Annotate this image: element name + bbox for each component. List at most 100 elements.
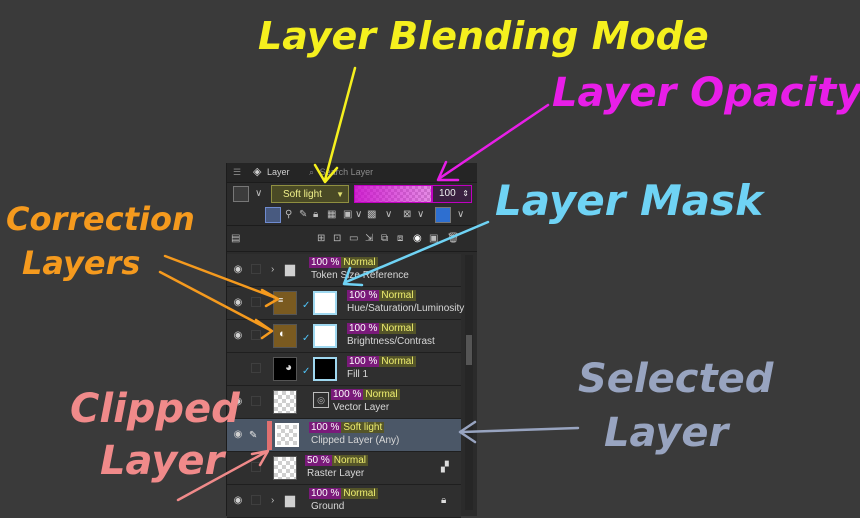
- annotation-correction-2: Layers: [22, 244, 141, 282]
- annotation-mask: Layer Mask: [495, 176, 764, 225]
- mask-range-icon[interactable]: ▩: [367, 209, 377, 220]
- panel-menu-icon[interactable]: ☰: [233, 167, 242, 177]
- layer-opacity-mode: 50 %Normal: [305, 455, 369, 466]
- chevron-right-icon[interactable]: ›: [271, 495, 275, 506]
- layer-row[interactable]: ◉ ≡ ✓ 100 %Normal Hue/Saturation/Luminos…: [227, 287, 465, 320]
- layer-properties-icon[interactable]: ▤: [231, 233, 241, 244]
- lock-toggle[interactable]: [251, 495, 261, 505]
- layer-list-scrollbar[interactable]: [465, 255, 473, 510]
- new-raster-layer-icon[interactable]: ⊞: [317, 233, 326, 244]
- lock-toggle[interactable]: [251, 363, 261, 373]
- lock-transparency-icon[interactable]: ▦: [327, 209, 337, 220]
- layer-name[interactable]: Vector Layer: [333, 402, 390, 413]
- spinner-icon[interactable]: ⇕: [462, 189, 469, 198]
- clipping-indicator: [267, 421, 272, 450]
- blend-mode-select[interactable]: Soft light ▼: [271, 185, 349, 203]
- tab-layer-label: Layer: [266, 167, 290, 177]
- create-mask-icon[interactable]: ◉: [413, 233, 422, 244]
- opacity-arrow: [436, 103, 550, 182]
- folder-icon: ▆: [285, 492, 295, 507]
- mask-link-check-icon[interactable]: ✓: [302, 300, 311, 311]
- opacity-slider[interactable]: [354, 185, 432, 203]
- layer-name[interactable]: Brightness/Contrast: [347, 336, 435, 347]
- transfer-down-icon[interactable]: ⇲: [365, 233, 374, 244]
- scrollbar-thumb[interactable]: [466, 335, 472, 365]
- tab-search-layer-label: Search Layer: [319, 167, 374, 177]
- tab-layer[interactable]: ◈ Layer: [253, 163, 290, 182]
- chevron-down-icon[interactable]: ∨: [255, 188, 263, 199]
- eye-icon[interactable]: ◉: [233, 396, 243, 407]
- duplicate-icon[interactable]: ⧈: [397, 233, 404, 244]
- toolbar-divider: [227, 225, 477, 226]
- lock-toggle[interactable]: [251, 264, 261, 274]
- layer-name[interactable]: Hue/Saturation/Luminosity: [347, 303, 465, 314]
- layers-icon: ◈: [253, 166, 262, 178]
- layer-name[interactable]: Clipped Layer (Any): [311, 435, 400, 446]
- layer-row[interactable]: ◉ ◎ 100 %Normal Vector Layer: [227, 386, 461, 419]
- panel-tabs: ☰ ◈ Layer ⌕ Search Layer: [227, 163, 477, 183]
- eye-icon[interactable]: ◉: [233, 297, 243, 308]
- blend-mode-value: Soft light: [283, 189, 322, 200]
- layer-color-button[interactable]: [233, 186, 249, 202]
- lock-layer-icon[interactable]: 🔒︎: [313, 209, 319, 220]
- mask-enable-icon[interactable]: ▣: [343, 209, 353, 220]
- search-icon: ⌕: [309, 167, 315, 177]
- layer-opacity-mode: 100 %Normal: [331, 389, 400, 400]
- layer-mask-thumbnail[interactable]: [313, 357, 337, 381]
- delete-layer-icon[interactable]: 🗑︎: [447, 233, 460, 244]
- layer-row[interactable]: ◉ › ▆ 100 %Normal Ground 🔒︎: [227, 485, 461, 518]
- layer-mask-thumbnail[interactable]: [313, 324, 337, 348]
- layer-opacity-mode: 100 %Normal: [347, 290, 416, 301]
- chevron-right-icon[interactable]: ›: [271, 264, 275, 275]
- eye-icon[interactable]: ◉: [233, 330, 243, 341]
- clip-to-layer-below-button[interactable]: [265, 207, 281, 223]
- blend-mode-arrow: [313, 66, 357, 184]
- mask-link-check-icon[interactable]: ✓: [302, 366, 311, 377]
- layer-mask-thumbnail[interactable]: [313, 291, 337, 315]
- lock-toggle[interactable]: [251, 330, 261, 340]
- layer-color-mode-icon[interactable]: ⊠: [403, 209, 412, 220]
- chevron-down-icon[interactable]: ∨: [355, 209, 363, 220]
- merge-down-icon[interactable]: ⧉: [381, 233, 389, 244]
- vector-layer-icon: ◎: [313, 392, 329, 408]
- layer-color-swatch[interactable]: [435, 207, 451, 223]
- layer-panel: ☰ ◈ Layer ⌕ Search Layer ∨ Soft light ▼ …: [226, 163, 477, 518]
- draft-layer-icon[interactable]: ✎: [299, 209, 308, 220]
- chevron-down-icon[interactable]: ∨: [417, 209, 425, 220]
- layer-opacity-mode: 100 %Normal: [309, 488, 378, 499]
- layer-opacity-mode: 100 %Normal: [309, 257, 378, 268]
- chevron-down-icon[interactable]: ∨: [385, 209, 393, 220]
- layer-row[interactable]: ◉ › ▆ 100 %Normal Token Size Reference: [227, 254, 461, 287]
- layer-row[interactable]: 50 %Normal Raster Layer ▞: [227, 452, 461, 485]
- apply-mask-icon[interactable]: ▣: [429, 233, 439, 244]
- new-vector-layer-icon[interactable]: ⊡: [333, 233, 342, 244]
- reference-layer-icon[interactable]: ⚲: [285, 209, 293, 220]
- layer-row[interactable]: ◕ ✓ 100 %Normal Fill 1: [227, 353, 461, 386]
- selected-arrow: [458, 420, 580, 444]
- layer-name[interactable]: Ground: [311, 501, 345, 512]
- layer-opacity-mode: 100 %Normal: [347, 323, 416, 334]
- layer-opacity-mode: 100 %Soft light: [309, 422, 385, 433]
- lock-toggle[interactable]: [251, 297, 261, 307]
- layer-name[interactable]: Fill 1: [347, 369, 369, 380]
- opacity-input[interactable]: 100 ⇕: [432, 185, 472, 203]
- eye-icon[interactable]: ◉: [233, 495, 243, 506]
- tab-search-layer[interactable]: ⌕ Search Layer: [309, 163, 373, 182]
- eye-icon[interactable]: ◉: [233, 429, 243, 440]
- layer-effect-icon: ▞: [441, 462, 449, 473]
- toolbar-divider: [227, 251, 477, 252]
- eye-icon[interactable]: ◉: [233, 264, 243, 275]
- annotation-clipped-1: Clipped: [70, 386, 240, 432]
- lock-toggle[interactable]: [251, 396, 261, 406]
- clipped-arrow: [176, 449, 270, 502]
- mask-link-check-icon[interactable]: ✓: [302, 333, 311, 344]
- lock-toggle[interactable]: [251, 462, 261, 472]
- annotation-clipped-2: Layer: [100, 438, 225, 484]
- layer-row-selected[interactable]: ◉ ✎ 100 %Soft light Clipped Layer (Any): [227, 419, 461, 452]
- annotation-blend-mode: Layer Blending Mode: [258, 14, 709, 58]
- chevron-down-icon[interactable]: ∨: [457, 209, 465, 220]
- new-folder-icon[interactable]: ▭: [349, 233, 359, 244]
- correction-arrow-2: [158, 270, 274, 340]
- layer-name[interactable]: Raster Layer: [307, 468, 365, 479]
